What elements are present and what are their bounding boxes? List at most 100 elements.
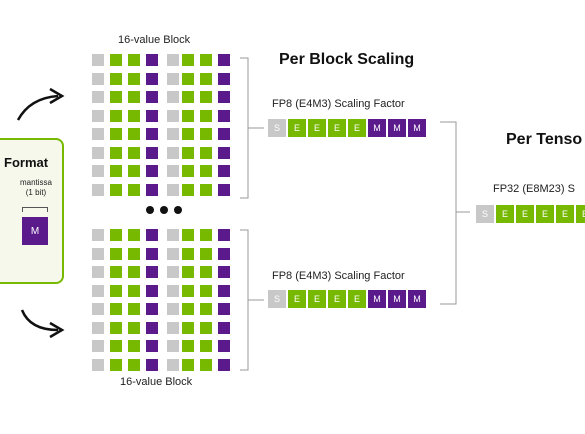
block-cell [218, 321, 230, 334]
block-cell [92, 109, 104, 122]
block-cell [167, 284, 179, 297]
block-cell [182, 54, 194, 66]
block-cell [128, 109, 140, 122]
block-cell [167, 54, 179, 66]
block-cell [92, 340, 104, 352]
exponent-bit: E [328, 290, 346, 308]
arrow-up-curve [16, 94, 59, 121]
block-cell [182, 247, 194, 260]
block-cell [110, 358, 122, 371]
top-block-bracket [240, 57, 264, 199]
block-cell [200, 229, 212, 241]
block-cell [146, 358, 158, 371]
block-cell [146, 146, 158, 159]
exponent-bit: E [348, 290, 366, 308]
block-cell [110, 91, 122, 103]
block-cell [167, 91, 179, 103]
exponent-bit: E [288, 290, 306, 308]
per-tensor-scaling-heading: Per Tenso [506, 131, 583, 148]
mantissa-bracket [22, 207, 48, 212]
block-cell [110, 266, 122, 278]
block-cell [146, 266, 158, 278]
mantissa-label-line1: mantissa [19, 178, 52, 187]
block-cell [167, 229, 179, 241]
block-cell [218, 284, 230, 297]
format-title: Format [4, 155, 49, 170]
block-cell [128, 266, 140, 278]
ellipsis-dot [160, 206, 168, 214]
block-cell [92, 183, 104, 196]
block-cell [182, 284, 194, 297]
block-cell [200, 72, 212, 85]
block-cell [110, 284, 122, 297]
block-cell [182, 358, 194, 371]
block-cell [182, 321, 194, 334]
sign-bit: S [268, 290, 286, 308]
block-cell [110, 303, 122, 315]
block-cell [146, 91, 158, 103]
block-cell [146, 321, 158, 334]
block-cell [218, 229, 230, 241]
block-cell [218, 72, 230, 85]
block-cell [167, 303, 179, 315]
block-cell [167, 321, 179, 334]
block-cell [200, 54, 212, 66]
bottom-value-block [92, 229, 230, 371]
block-cell [110, 146, 122, 159]
block-cell [182, 72, 194, 85]
exponent-bit: E [288, 119, 306, 137]
block-cell [146, 109, 158, 122]
block-cell [182, 229, 194, 241]
block-cell [200, 128, 212, 140]
top-scaling-factor-label: FP8 (E4M3) Scaling Factor [272, 98, 405, 110]
ellipsis-dot [174, 206, 182, 214]
block-cell [218, 183, 230, 196]
block-cell [146, 229, 158, 241]
block-cell [200, 321, 212, 334]
block-cell [167, 146, 179, 159]
block-cell [128, 247, 140, 260]
block-cell [182, 340, 194, 352]
block-cell [146, 165, 158, 177]
block-cell [128, 229, 140, 241]
block-cell [128, 183, 140, 196]
exponent-bit: E [576, 205, 585, 223]
block-cell [200, 91, 212, 103]
block-cell [146, 54, 158, 66]
block-cell [218, 146, 230, 159]
block-cell [218, 358, 230, 371]
block-cell [146, 247, 158, 260]
block-cell [167, 165, 179, 177]
block-cell [167, 266, 179, 278]
block-cell [146, 284, 158, 297]
top-block-label: 16-value Block [118, 34, 191, 46]
mantissa-bit-cell: M [22, 217, 48, 245]
bottom-scaling-factor-label: FP8 (E4M3) Scaling Factor [272, 270, 405, 282]
exponent-bit: E [328, 119, 346, 137]
block-cell [218, 266, 230, 278]
block-cell [182, 91, 194, 103]
block-cell [128, 72, 140, 85]
sign-bit: S [268, 119, 286, 137]
block-cell [218, 303, 230, 315]
exponent-bit: E [536, 205, 554, 223]
block-cell [182, 109, 194, 122]
sign-bit: S [476, 205, 494, 223]
block-cell [92, 229, 104, 241]
exponent-bit: E [308, 119, 326, 137]
block-cell [146, 340, 158, 352]
arrow-up-head [49, 87, 65, 105]
block-cell [110, 321, 122, 334]
exponent-bit: E [308, 290, 326, 308]
block-cell [92, 54, 104, 66]
block-cell [167, 183, 179, 196]
fp32-scaling-factor: SEEEEEE [476, 205, 585, 223]
block-cell [200, 358, 212, 371]
mantissa-bit: M [408, 119, 426, 137]
block-cell [167, 340, 179, 352]
block-cell [218, 128, 230, 140]
block-cell [167, 109, 179, 122]
block-cell [92, 358, 104, 371]
